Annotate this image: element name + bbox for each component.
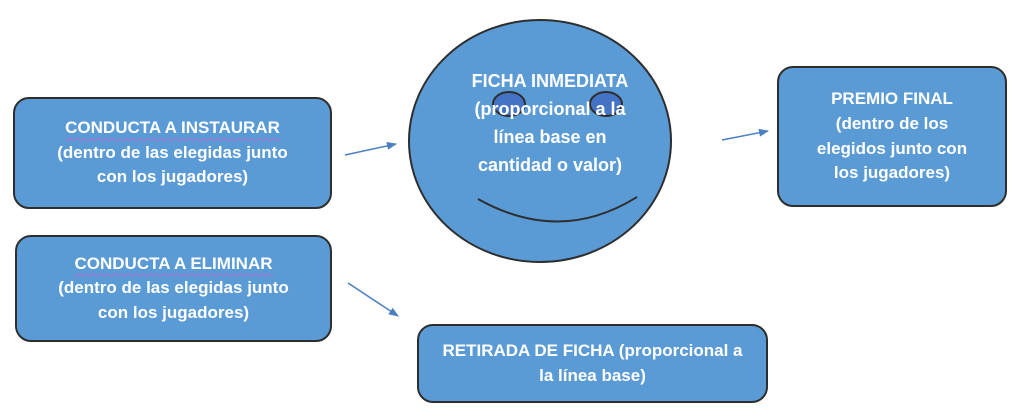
box-retirada-line-2: la línea base) <box>539 365 646 385</box>
box-retirada-line-1: RETIRADA DE FICHA (proporcional a <box>442 340 743 360</box>
box-instaurar-line-2: con los jugadores) <box>96 167 249 187</box>
box-eliminar-line-2: con los jugadores) <box>97 302 250 322</box>
box-instaurar-line-1: (dentro de las elegidas junto <box>57 142 288 162</box>
arrow-ficha-to-premio <box>721 128 769 141</box>
box-conducta-instaurar: CONDUCTA A INSTAURAR (dentro de las eleg… <box>13 97 332 209</box>
arrow-eliminar-to-retirada <box>347 282 399 317</box>
face-label: FICHA INMEDIATA (proporcional a la línea… <box>430 68 670 180</box>
box-instaurar-title: CONDUCTA A INSTAURAR <box>65 118 280 138</box>
box-premio-line-1: PREMIO FINAL <box>831 89 953 109</box>
face-circle <box>408 19 672 263</box>
face-line-2: línea base en <box>493 126 607 147</box>
left-eye <box>492 91 526 117</box>
face-title: FICHA INMEDIATA <box>471 71 629 91</box>
box-eliminar-line-1: (dentro de las elegidas junto <box>58 278 289 298</box>
face-line-1: (proporcional a la <box>474 98 626 119</box>
face-line-3: cantidad o valor) <box>477 154 623 175</box>
box-premio-final: PREMIO FINAL (dentro de los elegidos jun… <box>777 66 1007 207</box>
arrow-instaurar-to-ficha <box>344 141 397 156</box>
box-premio-line-3: elegidos junto con <box>816 138 968 158</box>
box-premio-line-2: (dentro de los <box>835 113 949 133</box>
right-eye <box>589 91 623 117</box>
box-conducta-eliminar: CONDUCTA A ELIMINAR (dentro de las elegi… <box>15 235 332 342</box>
smile-mouth <box>477 196 638 223</box>
box-retirada-ficha: RETIRADA DE FICHA (proporcional a la lín… <box>417 324 768 403</box>
box-eliminar-title: CONDUCTA A ELIMINAR <box>74 253 273 273</box>
box-premio-line-4: los jugadores) <box>833 163 951 183</box>
